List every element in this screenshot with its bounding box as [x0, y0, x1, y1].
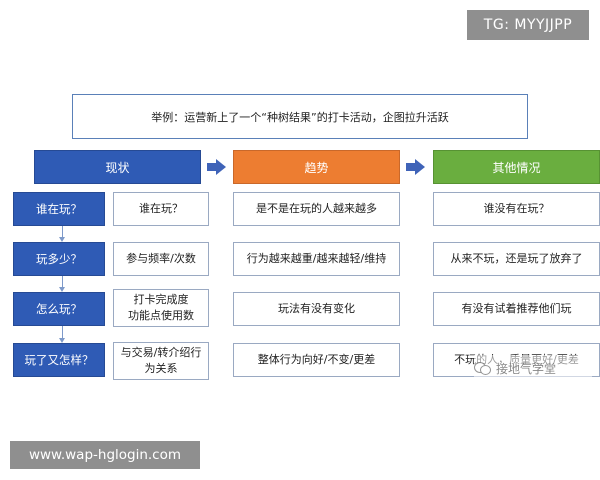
- cell-other-2: 从来不玩，还是玩了放弃了: [433, 242, 600, 276]
- wechat-icon: [474, 361, 492, 375]
- example-box: 举例：运营新上了一个“种树结果”的打卡活动，企图拉升活跃: [72, 94, 528, 139]
- question-how: 怎么玩？: [13, 292, 105, 326]
- tg-badge: TG: MYYJJPP: [467, 10, 589, 40]
- arrow-right-icon: [207, 159, 226, 175]
- cell-current-1: 谁在玩？: [113, 192, 209, 226]
- arrow-down-icon: [59, 237, 65, 242]
- url-badge: www.wap-hglogin.com: [10, 441, 200, 469]
- connector-line: [62, 226, 63, 240]
- connector-line: [62, 323, 63, 341]
- cell-trend-3: 玩法有没有变化: [233, 292, 400, 326]
- question-how-much: 玩多少？: [13, 242, 105, 276]
- arrow-right-icon: [406, 159, 425, 175]
- cell-other-3: 有没有试着推荐他们玩: [433, 292, 600, 326]
- header-current: 现状: [34, 150, 201, 184]
- watermark: 接地气学堂: [474, 355, 592, 381]
- cell-trend-2: 行为越来越重/越来越轻/维持: [233, 242, 400, 276]
- header-trend: 趋势: [233, 150, 400, 184]
- cell-current-3: 打卡完成度 功能点使用数: [113, 289, 209, 327]
- header-other: 其他情况: [433, 150, 600, 184]
- question-so-what: 玩了又怎样？: [13, 343, 105, 377]
- arrow-down-icon: [59, 338, 65, 343]
- cell-other-1: 谁没有在玩？: [433, 192, 600, 226]
- arrow-down-icon: [59, 287, 65, 292]
- cell-current-2: 参与频率/次数: [113, 242, 209, 276]
- cell-trend-1: 是不是在玩的人越来越多: [233, 192, 400, 226]
- cell-trend-4: 整体行为向好/不变/更差: [233, 343, 400, 377]
- watermark-text: 接地气学堂: [496, 361, 557, 376]
- connector-line: [62, 276, 63, 290]
- cell-current-4: 与交易/转介绍行 为关系: [113, 342, 209, 380]
- question-who: 谁在玩？: [13, 192, 105, 226]
